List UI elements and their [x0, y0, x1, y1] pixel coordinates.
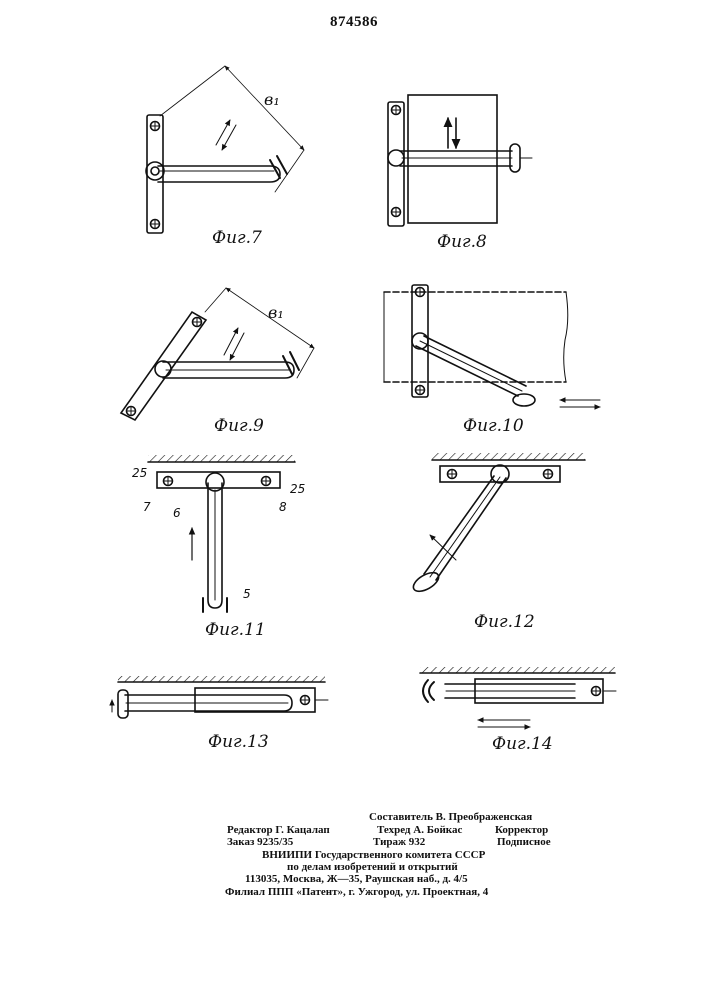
imprint-circulation: Тираж 932	[373, 836, 425, 849]
figure-14-drawing	[420, 667, 616, 727]
part-label-8: 8	[279, 500, 287, 514]
figure-11-drawing	[148, 455, 295, 612]
dim-b1-fig9: в₁	[268, 303, 284, 322]
part-label-25-left: 25	[132, 466, 147, 480]
imprint-branch: Филиал ППП «Патент», г. Ужгород, ул. Про…	[225, 886, 488, 899]
figure-8-drawing	[388, 95, 532, 226]
imprint-address: 113035, Москва, Ж—35, Раушская наб., д. …	[245, 873, 468, 886]
caption-fig12: Фиг.12	[474, 612, 535, 632]
part-label-25-right: 25	[290, 482, 305, 496]
figure-12-drawing	[410, 453, 585, 595]
dim-b1-fig7: в₁	[264, 90, 280, 109]
figure-7-drawing	[146, 66, 304, 233]
caption-fig14: Фиг.14	[492, 734, 553, 754]
caption-fig13: Фиг.13	[208, 732, 269, 752]
caption-fig7: Фиг.7	[212, 228, 262, 248]
caption-fig10: Фиг.10	[463, 416, 524, 436]
part-label-5: 5	[243, 587, 251, 601]
caption-fig8: Фиг.8	[437, 232, 487, 252]
imprint-compiler: Составитель В. Преображенская	[369, 811, 532, 824]
caption-fig11: Фиг.11	[205, 620, 266, 640]
caption-fig9: Фиг.9	[214, 416, 264, 436]
figure-9-drawing	[121, 288, 314, 420]
imprint-subscription: Подписное	[497, 836, 551, 849]
imprint-order: Заказ 9235/35	[227, 836, 293, 849]
figure-10-drawing	[384, 285, 600, 407]
figure-13-drawing	[112, 676, 328, 718]
part-label-7: 7	[143, 500, 151, 514]
part-label-6: 6	[173, 506, 181, 520]
